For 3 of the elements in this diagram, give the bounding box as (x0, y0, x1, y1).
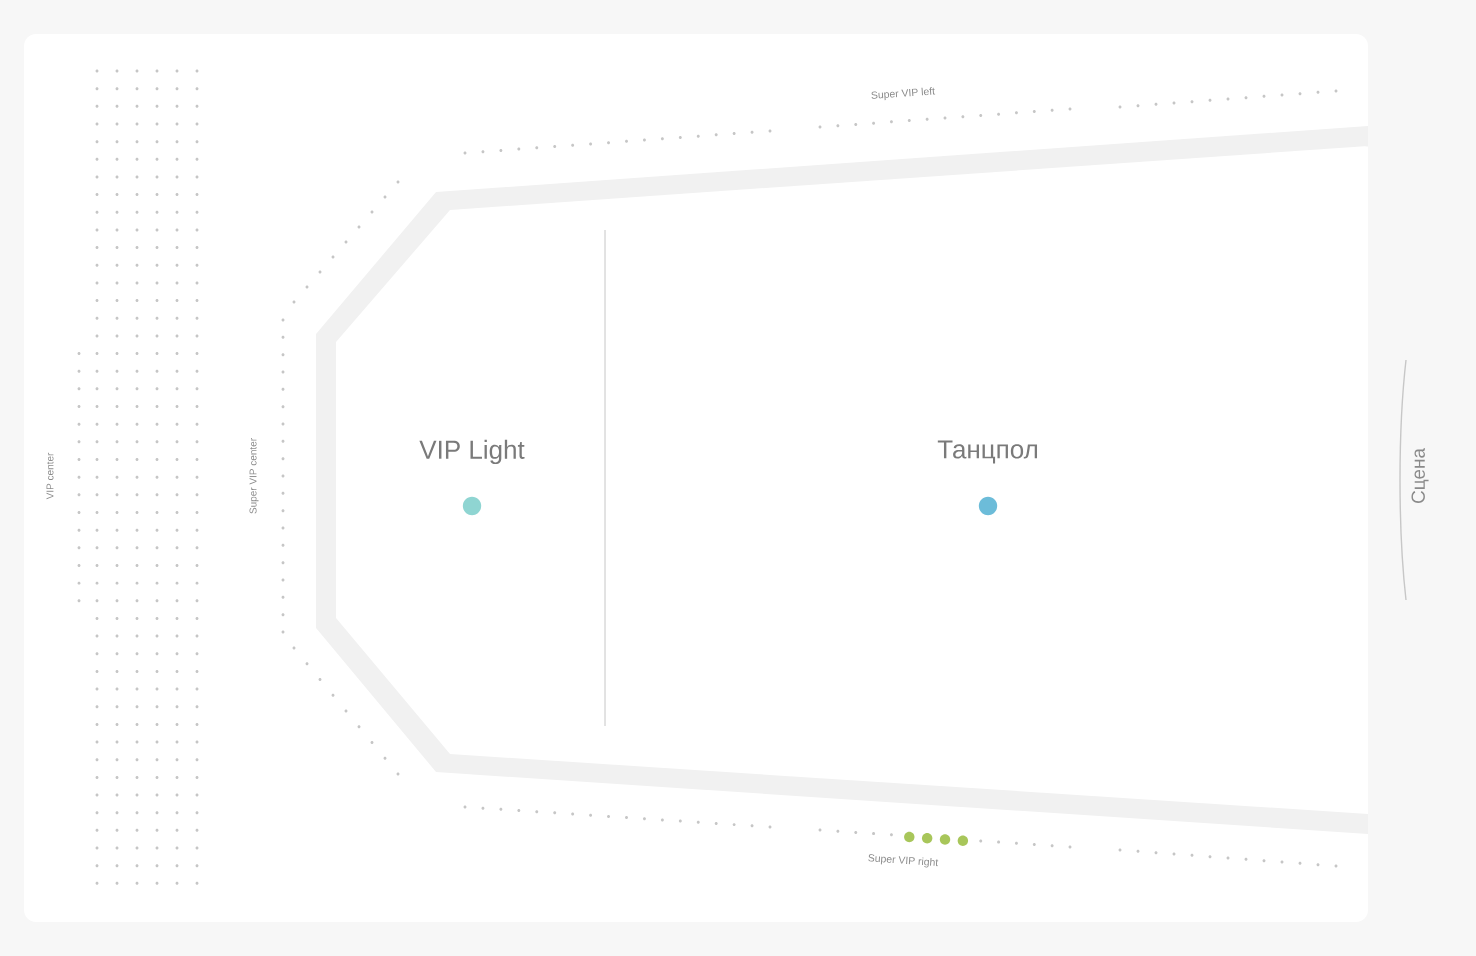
stage-label: Сцена (1411, 448, 1429, 503)
zone-label: VIP Light (419, 439, 525, 465)
zone-label: Танцпол (937, 440, 1037, 464)
